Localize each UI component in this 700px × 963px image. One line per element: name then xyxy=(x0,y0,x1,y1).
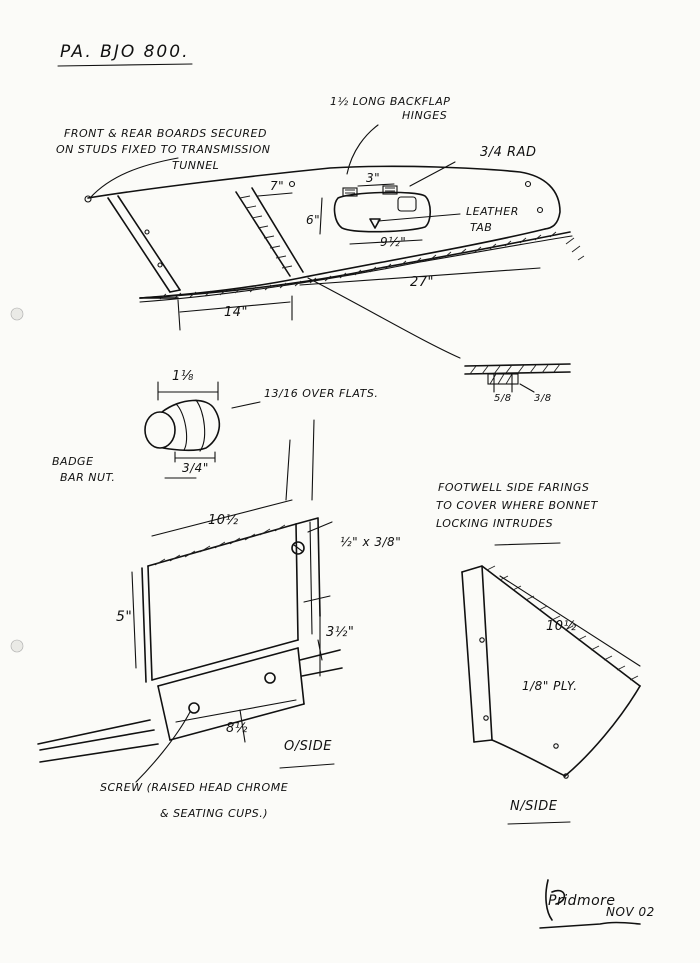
studs-note-line-1: FRONT & REAR BOARDS SECURED xyxy=(64,127,267,140)
studs-note-line-3: TUNNEL xyxy=(172,159,220,172)
hinge-note-line-1: 1½ LONG BACKFLAP xyxy=(330,95,451,108)
oside-label: O/SIDE xyxy=(284,739,332,754)
section-size-note: ½" x 3/8" xyxy=(340,535,402,549)
page-title: PA. BJO 800. xyxy=(60,42,190,62)
badge-nut-sketch xyxy=(144,381,261,463)
dim-3-in: 3" xyxy=(366,171,381,185)
nside-label: N/SIDE xyxy=(510,799,558,814)
dim-1-1-8: 1⅛ xyxy=(172,369,194,384)
dim-3-4: 3/4" xyxy=(182,461,209,475)
screw-note-line-2: & SEATING CUPS.) xyxy=(160,807,269,820)
dim-10-half-oside: 10½ xyxy=(208,513,239,528)
badge-label-line-1: BADGE xyxy=(52,455,94,468)
dim-27-in: 27" xyxy=(410,275,435,290)
fairing-note-line-1: FOOTWELL SIDE FARINGS xyxy=(438,481,590,494)
screw-note-line-1: SCREW (RAISED HEAD CHROME xyxy=(100,781,289,794)
dim-9-half-in: 9½" xyxy=(380,235,407,249)
dim-14-in: 14" xyxy=(224,305,249,320)
signature-date: NOV 02 xyxy=(606,905,655,919)
tunnel-board-sketch xyxy=(84,124,585,359)
dim-5-in: 5" xyxy=(116,609,133,625)
title-underline xyxy=(57,63,193,67)
nside-underline xyxy=(507,821,571,825)
dim-7-in: 7" xyxy=(270,179,285,193)
tab-note-line-2: TAB xyxy=(470,221,493,234)
ply-note: 1/8" PLY. xyxy=(522,679,578,693)
fairing-note-line-2: TO COVER WHERE BONNET xyxy=(436,499,598,512)
section-detail-sketch xyxy=(464,363,571,393)
punch-hole-top xyxy=(10,307,24,321)
fairing-underline xyxy=(494,542,561,546)
section-dim-3-8: 3/8 xyxy=(534,393,552,404)
punch-hole-bottom xyxy=(10,639,24,653)
rad-note: 3/4 RAD xyxy=(480,145,537,160)
flats-note: 13/16 OVER FLATS. xyxy=(264,387,379,400)
fairing-note-line-3: LOCKING INTRUDES xyxy=(436,517,554,530)
dim-10-half-nside: 10½ xyxy=(546,619,577,634)
section-dim-5-8: 5/8 xyxy=(494,393,512,404)
dim-3-half-in: 3½" xyxy=(326,625,355,640)
badge-label-line-2: BAR NUT. xyxy=(60,471,116,484)
signature-name: Pridmore xyxy=(548,893,616,909)
nside-board-sketch xyxy=(461,565,641,779)
oside-underline xyxy=(279,763,335,769)
dim-6-in: 6" xyxy=(306,213,321,227)
studs-note-line-2: ON STUDS FIXED TO TRANSMISSION xyxy=(56,143,271,156)
oside-board-sketch xyxy=(37,419,343,783)
signature-flourish xyxy=(539,879,641,929)
dim-8-half: 8½ xyxy=(226,721,248,736)
tab-note-line-1: LEATHER xyxy=(466,205,519,218)
hinge-note-line-2: HINGES xyxy=(402,109,448,122)
